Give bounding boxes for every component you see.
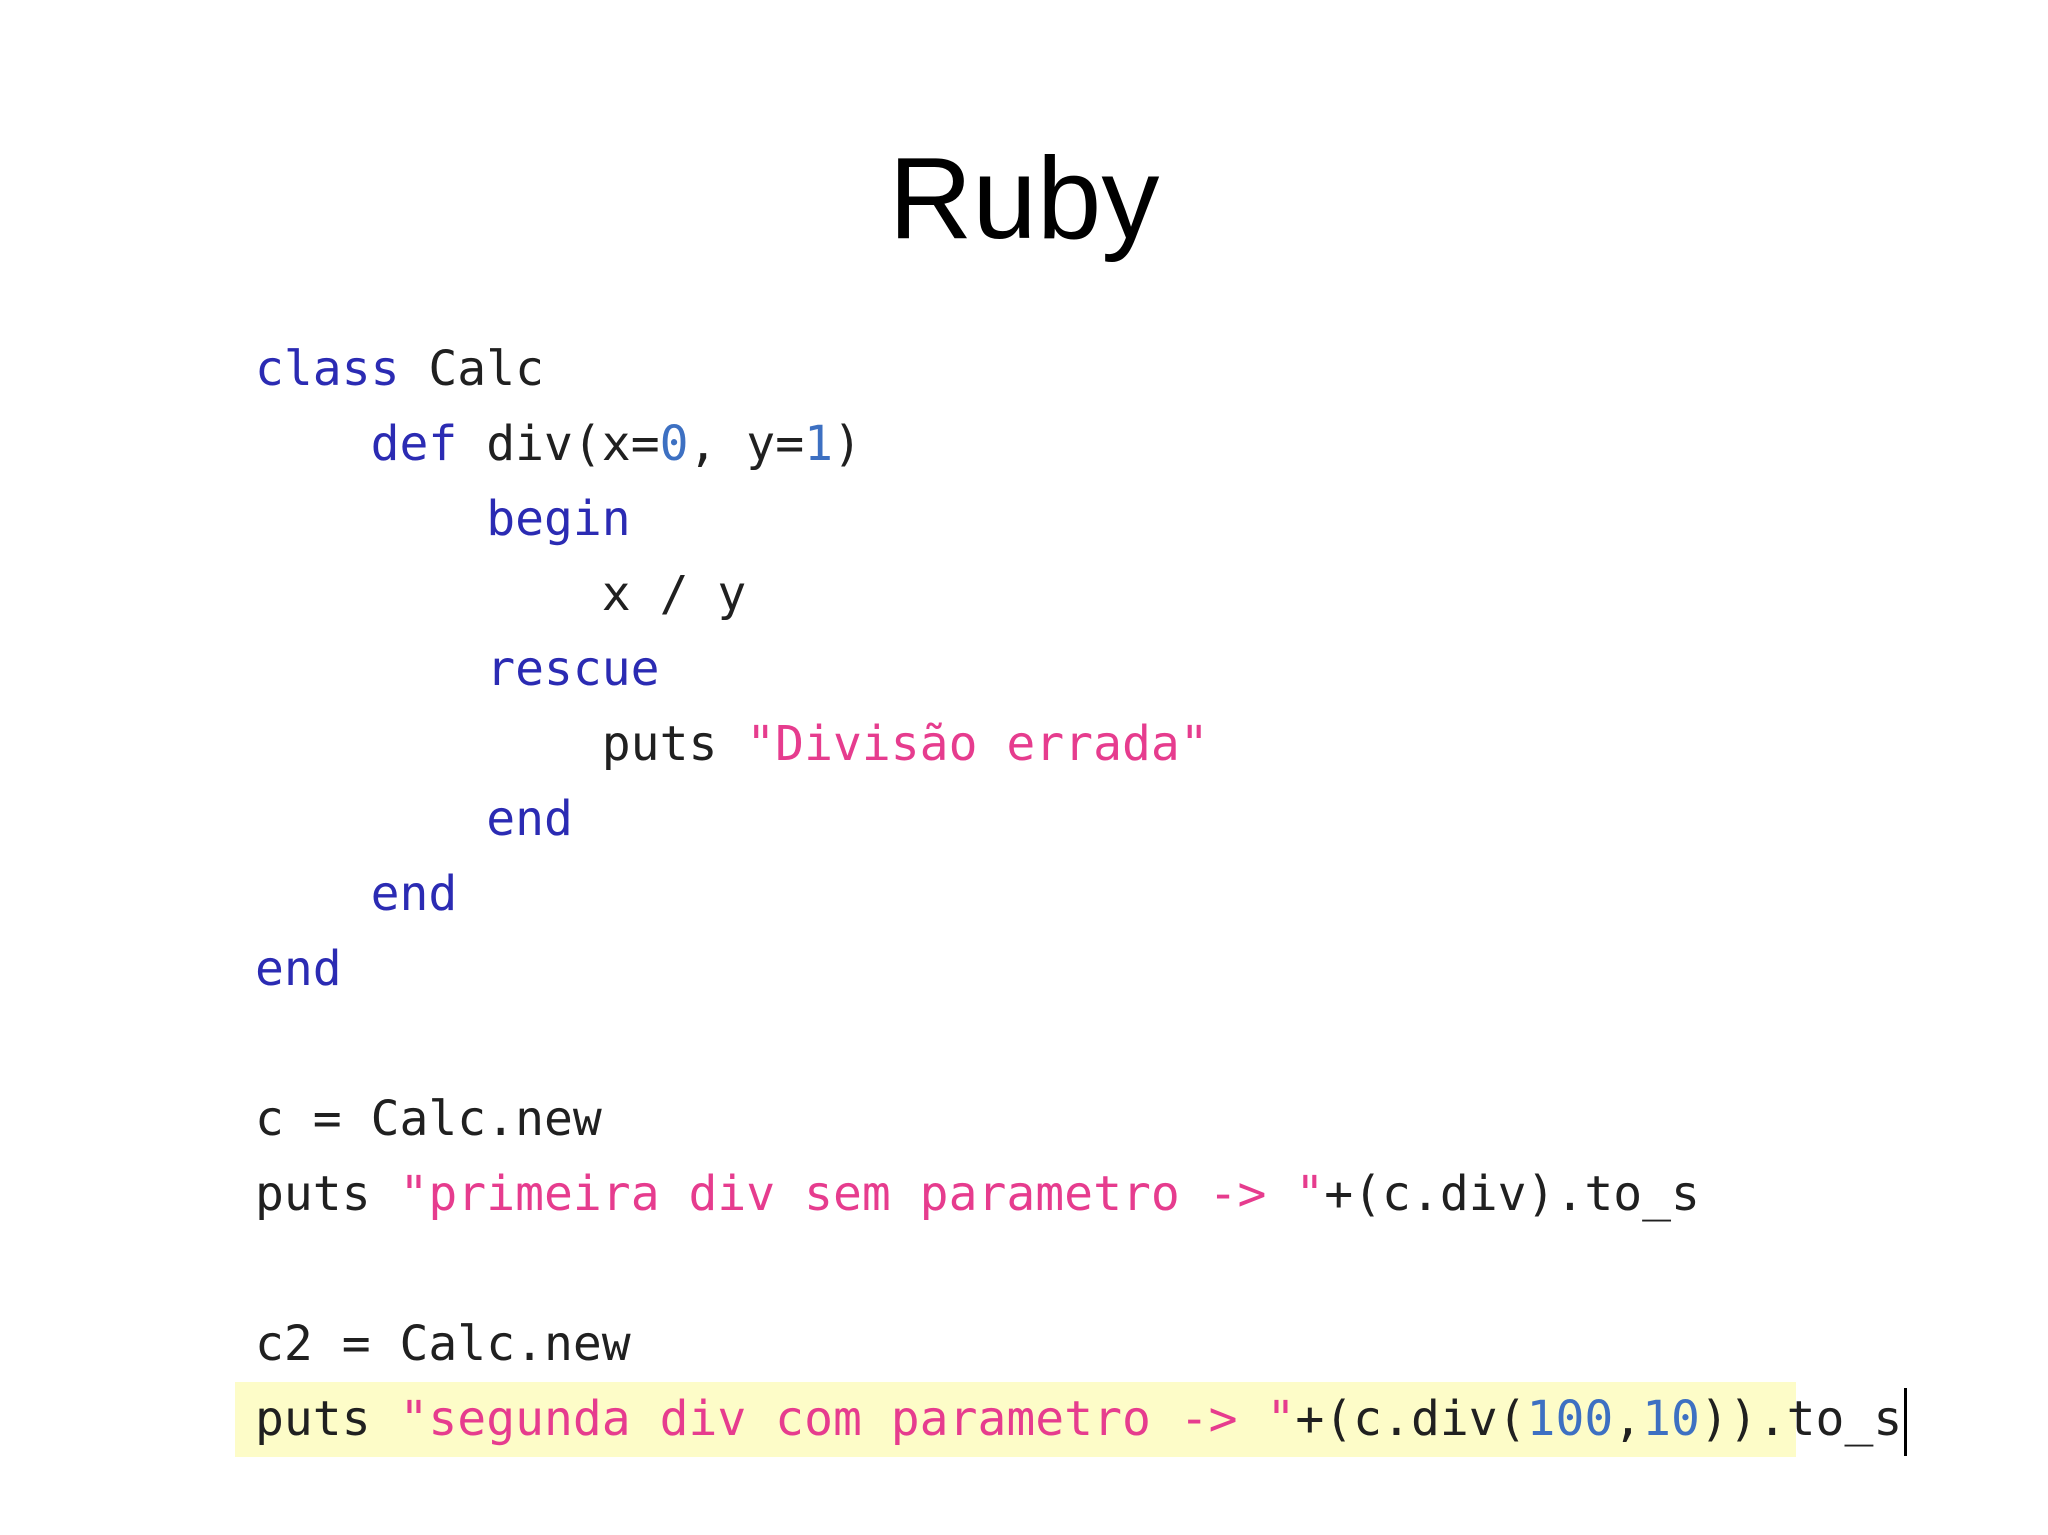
string-literal: "primeira div sem parametro -> " xyxy=(399,1166,1325,1222)
number-literal: 10 xyxy=(1642,1391,1700,1447)
method-signature-part: ) xyxy=(833,416,862,472)
method-signature-part: div(x= xyxy=(457,416,660,472)
indent xyxy=(255,566,602,622)
code-line-9: end xyxy=(255,932,1815,1007)
string-literal: "segunda div com parametro -> " xyxy=(399,1391,1296,1447)
keyword-end: end xyxy=(255,941,342,997)
expression: +(c.div).to_s xyxy=(1324,1166,1700,1222)
number-literal: 0 xyxy=(659,416,689,472)
method-signature-part: , y= xyxy=(688,416,805,472)
code-line-12: puts "primeira div sem parametro -> "+(c… xyxy=(255,1157,1815,1232)
assignment: c2 = Calc.new xyxy=(255,1316,631,1372)
class-name: Calc xyxy=(399,341,544,397)
assignment: c = Calc.new xyxy=(255,1091,602,1147)
code-line-blank xyxy=(255,1007,1815,1082)
string-literal: "Divisão errada" xyxy=(746,716,1209,772)
code-line-14: c2 = Calc.new xyxy=(255,1307,1815,1382)
code-block: class Calc def div(x=0, y=1) begin x / y… xyxy=(235,332,1908,1457)
expression: x / y xyxy=(601,566,747,622)
keyword-begin: begin xyxy=(486,491,631,547)
code-line-3: begin xyxy=(255,482,1815,557)
keyword-def: def xyxy=(370,416,458,472)
number-literal: 1 xyxy=(804,416,833,472)
code-line-4: x / y xyxy=(255,557,1815,632)
code-line-7: end xyxy=(255,782,1815,857)
keyword-class: class xyxy=(255,341,400,397)
code-line-5: rescue xyxy=(255,632,1815,707)
puts-call: puts xyxy=(255,1166,400,1222)
slide-title: Ruby xyxy=(888,133,1160,263)
puts-call: puts xyxy=(601,716,747,772)
indent xyxy=(255,716,602,772)
code-line-blank xyxy=(255,1232,1815,1307)
text-cursor xyxy=(1904,1388,1908,1456)
expression: +(c.div( xyxy=(1295,1391,1527,1447)
indent xyxy=(255,641,486,697)
code-line-2: def div(x=0, y=1) xyxy=(255,407,1815,482)
code-line-11: c = Calc.new xyxy=(255,1082,1815,1157)
code-line-1: class Calc xyxy=(255,332,1815,407)
code-line-15-current[interactable]: puts "segunda div com parametro -> "+(c.… xyxy=(235,1382,1908,1457)
code-line-6: puts "Divisão errada" xyxy=(255,707,1815,782)
keyword-rescue: rescue xyxy=(486,641,660,697)
code-line-8: end xyxy=(255,857,1815,932)
puts-call: puts xyxy=(255,1391,400,1447)
expression: )).to_s xyxy=(1699,1391,1903,1447)
number-literal: 100 xyxy=(1526,1391,1614,1447)
expression: , xyxy=(1613,1391,1643,1447)
indent xyxy=(255,866,371,922)
indent xyxy=(255,416,371,472)
indent xyxy=(255,791,486,847)
keyword-end: end xyxy=(486,791,573,847)
keyword-end: end xyxy=(370,866,458,922)
indent xyxy=(255,491,486,547)
